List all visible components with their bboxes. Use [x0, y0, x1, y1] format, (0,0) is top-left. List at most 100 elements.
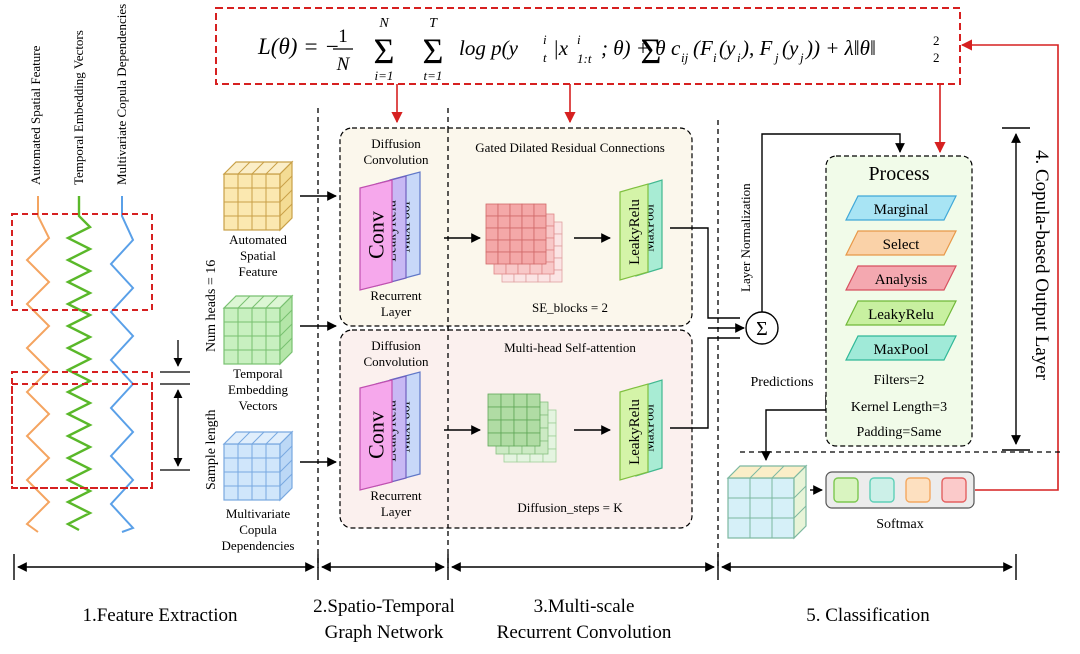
prediction-cube: [726, 464, 808, 540]
formula-F2-sub: j: [773, 50, 779, 65]
section-labels: 1.Feature Extraction 2.Spatio-Temporal G…: [82, 596, 930, 643]
output-layer-bracket: 4. Copula-based Output Layer: [1002, 127, 1052, 451]
feature-column-labels: Automated Spatial Feature Temporal Embed…: [28, 4, 129, 185]
top-diffusion-title-1: Diffusion: [371, 136, 421, 151]
formula-sum1-bot: i=1: [375, 68, 394, 83]
cube-labels: Automated Spatial Feature Temporal Embed…: [222, 232, 295, 553]
svg-text:LeakyRelu: LeakyRelu: [627, 399, 643, 465]
temporal-cube: [222, 294, 294, 366]
process-item-select: Select: [845, 230, 957, 256]
softmax-unit-orange: [905, 477, 931, 503]
formula-c-sub: ij: [681, 50, 689, 65]
cube-label-spatial-2: Spatial: [240, 248, 276, 263]
copula-waveform: [109, 196, 135, 533]
formula-box: [215, 7, 961, 85]
layer-norm-label: Layer Normalization: [738, 183, 753, 292]
cube-label-temporal-2: Embedding: [228, 382, 288, 397]
gated-dilated-title: Gated Dilated Residual Connections: [475, 140, 665, 155]
formula-F2: ), F: [741, 36, 772, 60]
formula-sub-t: t: [543, 50, 547, 65]
formula-F1: (F: [693, 36, 713, 60]
window-box-bottom-b: [11, 383, 153, 489]
bottom-diffusion-title: Diffusion Convolution: [363, 338, 429, 369]
temporal-waveform: [65, 196, 93, 532]
formula-sup-i2: i: [577, 32, 581, 47]
section-axis: [13, 554, 1017, 580]
formula-norm-sup: 2: [933, 33, 940, 48]
loss-formula: L(θ) = − 1 N N Σ i=1 T Σ t=1 log p(y i t…: [215, 7, 961, 85]
section-feature-extraction: 1.Feature Extraction: [82, 605, 238, 626]
sample-length-label: Sample length: [204, 410, 219, 491]
softmax-unit-green: [833, 477, 859, 503]
formula-arrows: [391, 39, 1059, 491]
param-padding: Padding=Same: [857, 425, 942, 440]
formula-y1-sub: i: [737, 50, 741, 65]
top-diffusion-title-2: Convolution: [363, 152, 429, 167]
copula-output-label: 4. Copula-based Output Layer: [1031, 150, 1052, 381]
param-kernel: Kernel Length=3: [851, 400, 947, 415]
svg-text:Analysis: Analysis: [875, 272, 928, 288]
param-filters: Filters=2: [874, 373, 925, 388]
formula-sum2-top: T: [429, 16, 438, 31]
process-item-leakyrelu: LeakyRelu: [845, 300, 957, 326]
sum-symbol: Σ: [756, 318, 768, 340]
window-annotations: Num heads = 16 Sample length: [160, 260, 219, 490]
spatial-cube: [222, 160, 294, 232]
svg-text:MaxPool: MaxPool: [873, 342, 928, 358]
cube-label-spatial-3: Feature: [239, 264, 278, 279]
multiscale-grids: [485, 203, 563, 463]
cube-label-copula-3: Dependencies: [222, 538, 295, 553]
formula-sum1-top: N: [378, 16, 389, 31]
section-classification: 5. Classification: [806, 605, 930, 626]
cube-label-temporal-3: Vectors: [239, 398, 278, 413]
formula-theta-term: ; θ) + θ: [601, 36, 666, 60]
sum2-sigma: Σ: [423, 31, 444, 71]
formula-y1: (y: [719, 36, 736, 60]
cube-label-copula-1: Multivariate: [226, 506, 290, 521]
svg-text:Select: Select: [883, 237, 920, 253]
svg-text:LeakyRelu: LeakyRelu: [868, 307, 934, 323]
section-graph-network-2: Graph Network: [325, 622, 444, 643]
process-item-analysis: Analysis: [845, 265, 957, 291]
formula-x: |x: [553, 36, 569, 60]
feature-cubes: [222, 160, 294, 502]
sum-to-process-arrow: [761, 133, 905, 312]
sum1-sigma: Σ: [374, 31, 395, 71]
num-heads-label: Num heads = 16: [204, 260, 219, 352]
formula-frac-num: 1: [338, 26, 348, 47]
formula-log: log p(y: [459, 36, 519, 60]
softmax-label: Softmax: [876, 517, 923, 532]
bottom-recurrent-2: Layer: [381, 504, 412, 519]
process-item-maxpool: MaxPool: [845, 335, 957, 361]
bottom-recurrent-1: Recurrent: [370, 488, 422, 503]
bottom-stack-conv: Conv: [359, 379, 393, 491]
self-attention-title: Multi-head Self-attention: [504, 340, 636, 355]
bottom-grid-front: [487, 393, 541, 447]
cube-to-network-arrows: [300, 191, 337, 467]
bottom-diffusion-title-2: Convolution: [363, 354, 429, 369]
formula-F1-sub: i: [713, 50, 717, 65]
waveforms: [25, 196, 135, 533]
diffusion-steps-caption: Diffusion_steps = K: [517, 500, 623, 515]
process-item-marginal: Marginal: [845, 195, 957, 221]
top-diffusion-title: Diffusion Convolution: [363, 136, 429, 167]
spatial-waveform: [25, 196, 51, 533]
top-recurrent-2: Layer: [381, 304, 412, 319]
section-multiscale-1: 3.Multi-scale: [534, 596, 635, 617]
formula-lhs: L(θ) = −: [257, 34, 340, 59]
formula-c: c: [671, 36, 681, 60]
softmax-unit-teal: [869, 477, 895, 503]
svg-text:Conv: Conv: [363, 211, 388, 259]
top-recurrent-1: Recurrent: [370, 288, 422, 303]
top-stack-right-leakyrelu: LeakyRelu: [619, 183, 649, 281]
cube-label-temporal-1: Temporal: [233, 366, 283, 381]
formula-frac-den: N: [336, 54, 351, 75]
copula-cube: [222, 430, 294, 502]
top-conv-stack: MaxPoolLeakyReluConv: [359, 171, 421, 291]
svg-text:LeakyRelu: LeakyRelu: [627, 199, 643, 265]
formula-y2: (y: [782, 36, 799, 60]
formula-sup-i: i: [543, 32, 547, 47]
merge-lines: [670, 227, 745, 429]
